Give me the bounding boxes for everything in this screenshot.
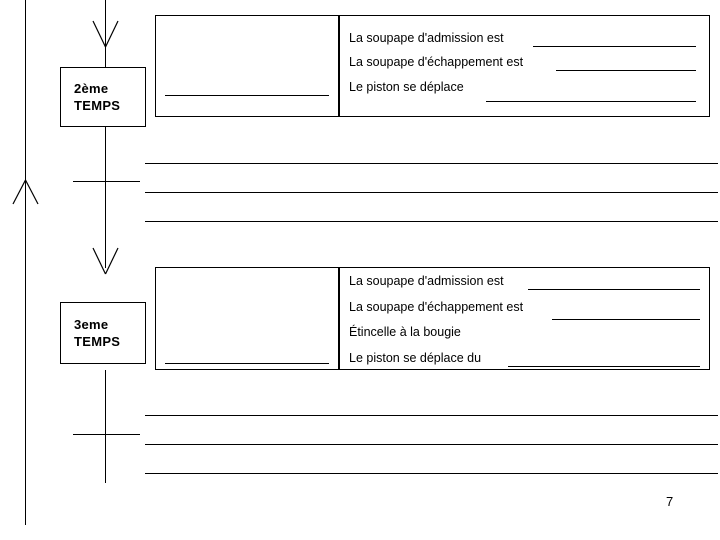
stage-label-line1: 2ème <box>74 81 109 96</box>
notes-line[interactable] <box>145 192 718 193</box>
axis-tick-icon-lower <box>73 434 140 435</box>
stage-3-question-3-label: Étincelle à la bougie <box>349 325 461 339</box>
stage-3-question-2-label: La soupape d'échappement est <box>349 300 524 314</box>
stage-2-question-3: Le piston se déplace <box>349 80 464 94</box>
stage-3-question-1-label: La soupape d'admission est <box>349 274 504 288</box>
arrow-up-icon <box>12 179 39 205</box>
stage-3-answer-blank-1[interactable] <box>528 289 700 290</box>
page-number: 7 <box>666 494 674 509</box>
stage-2-question-1-label: La soupape d'admission est <box>349 31 504 45</box>
stage-label-box-stage-3: 3eme TEMPS <box>60 302 146 364</box>
stage-2-answer-blank-3[interactable] <box>486 101 696 102</box>
cycle-flow-axis-segment-middle <box>105 127 106 268</box>
stage-label-line1: 3eme <box>74 317 109 332</box>
notes-line[interactable] <box>145 415 718 416</box>
notes-line[interactable] <box>145 163 718 164</box>
stage-2-diagram-caption-blank[interactable] <box>165 95 329 96</box>
stage-label-line2: TEMPS <box>74 98 121 113</box>
arrow-down-icon <box>92 247 119 275</box>
stage-3-question-4-label: Le piston se déplace du <box>349 351 482 365</box>
notes-line[interactable] <box>145 473 718 474</box>
stage-2-question-cell <box>339 15 710 117</box>
notes-line[interactable] <box>145 221 718 222</box>
stage-2-diagram-cell <box>155 15 339 117</box>
stage-label-line2: TEMPS <box>74 334 121 349</box>
cycle-flow-axis-segment-top <box>105 0 106 68</box>
stage-3-question-1: La soupape d'admission est <box>349 274 504 288</box>
stage-3-question-3: Étincelle à la bougie <box>349 325 461 339</box>
axis-tick-icon-upper <box>73 181 140 182</box>
stage-2-question-3-label: Le piston se déplace <box>349 80 464 94</box>
stage-2-question-2: La soupape d'échappement est <box>349 55 523 69</box>
cycle-flow-axis-segment-bottom <box>105 370 106 483</box>
stage-2-answer-blank-2[interactable] <box>556 70 696 71</box>
notes-line[interactable] <box>145 444 718 445</box>
stage-label-box-stage-2: 2ème TEMPS <box>60 67 146 127</box>
stage-2-answer-blank-1[interactable] <box>533 46 696 47</box>
stage-3-question-cell <box>339 267 710 370</box>
stage-3-diagram-caption-blank[interactable] <box>165 363 329 364</box>
stage-2-question-1: La soupape d'admission est <box>349 31 504 45</box>
stage-3-diagram-cell <box>155 267 339 370</box>
stage-3-question-2: La soupape d'échappement est <box>349 300 523 314</box>
stage-3-answer-blank-2[interactable] <box>552 319 700 320</box>
arrow-down-icon <box>92 20 119 48</box>
stage-3-question-4: Le piston se déplace du <box>349 351 481 365</box>
stage-3-answer-blank-4[interactable] <box>508 366 700 367</box>
return-stroke-axis-line <box>25 0 26 525</box>
stage-2-question-2-label: La soupape d'échappement est <box>349 55 524 69</box>
